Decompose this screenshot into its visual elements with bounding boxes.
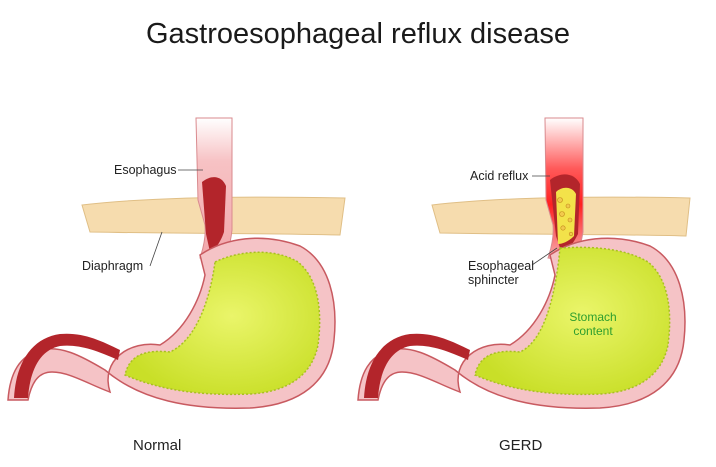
diaphragm-leader (149, 231, 163, 267)
normal-esophagus-muscle (202, 177, 226, 252)
acid-reflux-label: Acid reflux (470, 169, 529, 183)
gerd-stomach-muscle (364, 333, 470, 398)
gerd-stomach-content (474, 246, 671, 396)
acid-reflux-column (556, 187, 576, 244)
sphincter-label-line1: Esophageal (468, 259, 535, 273)
stomach-content-label: Stomach content (558, 310, 628, 338)
page-title: Gastroesophageal reflux disease (146, 18, 570, 50)
gerd-caption: GERD (499, 437, 543, 454)
esophagus-label: Esophagus (114, 163, 177, 177)
sphincter-label-line2: sphincter (468, 273, 519, 287)
normal-stomach-muscle (14, 333, 120, 398)
normal-stomach-content (124, 251, 321, 396)
normal-illustration (7, 117, 346, 409)
acid-droplets (557, 197, 574, 237)
diaphragm-label: Diaphragm (82, 259, 144, 273)
stomach-content-line2: content (573, 324, 613, 338)
stomach-content-line1: Stomach (569, 310, 617, 324)
normal-caption: Normal (133, 437, 182, 454)
sphincter-label: Esophageal sphincter (468, 259, 534, 287)
gerd-illustration (357, 117, 691, 409)
sphincter-leader (531, 247, 558, 266)
